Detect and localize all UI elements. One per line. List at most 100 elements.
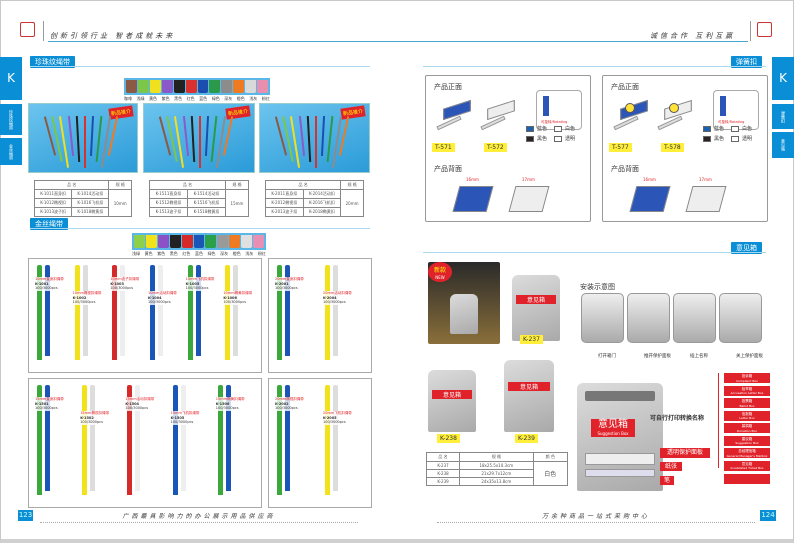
cell: K-1512椭视扣	[149, 198, 188, 208]
cell: K-1516飞机扣	[186, 198, 226, 208]
pearl-product-panel: 新品推介	[28, 103, 138, 173]
cell-spec: 10mm	[108, 189, 132, 217]
lanyard	[172, 385, 178, 495]
th: 规 格	[224, 180, 250, 190]
name-cn: 投票箱	[741, 399, 753, 403]
th: 规 格	[459, 452, 534, 462]
page-number-left: 123	[18, 510, 33, 521]
right-letter-tab[interactable]: K	[772, 57, 794, 100]
cell: K-239	[425, 477, 461, 486]
color-swatch	[157, 235, 169, 248]
cell: K-238	[425, 469, 461, 478]
left-tab-pearl[interactable]: 珍珠纹绳带	[0, 104, 22, 135]
color-chip	[731, 136, 739, 142]
color-swatch	[173, 80, 185, 93]
cell: K-2016飞机扣	[302, 198, 342, 208]
color-swatch	[149, 80, 161, 93]
gold-color-swatches: 浅绿黄色紫色黑色红色蓝色绿色深灰橙色浅灰粉红	[132, 233, 266, 257]
lanyard	[135, 385, 141, 491]
color-label: 绿色	[211, 96, 220, 101]
color-swatch	[233, 80, 245, 93]
pearl-product-panel: 新品推介	[143, 103, 255, 173]
lanyard	[67, 116, 75, 156]
install-step-image	[581, 293, 624, 343]
th: 规 格	[108, 180, 132, 190]
cell: 24x35x13.8cm	[459, 477, 534, 486]
clip-back-image	[508, 186, 550, 212]
cell-spec: 20mm	[340, 189, 364, 217]
name-cn: 检举箱	[741, 386, 753, 391]
lanyard	[285, 385, 290, 491]
color-label: 橙色	[236, 96, 245, 101]
name-cn: 募捐箱	[741, 424, 753, 428]
cell: K-2013波子扣	[265, 207, 304, 217]
product-name: 10mm椭视扣绳带	[72, 291, 102, 295]
divider	[43, 21, 44, 41]
lanyard	[195, 265, 201, 356]
lanyard	[180, 385, 186, 491]
lanyard	[315, 116, 317, 168]
lanyard	[45, 265, 50, 356]
callout-pen: 笔	[660, 476, 674, 485]
cell: 18x25.5x10.3cm	[459, 461, 534, 470]
section-rule	[423, 66, 766, 67]
left-tab-gold[interactable]: 金丝绳带	[0, 138, 22, 165]
left-letter-tab[interactable]: K	[0, 57, 22, 100]
color-label: 蓝色	[199, 96, 208, 101]
name-cn: 信报箱	[741, 411, 753, 416]
product-code: K-2001	[275, 281, 289, 286]
clip-dimension: 17mm	[699, 177, 712, 182]
callout-paper: 纸张	[660, 462, 682, 471]
color-chip	[526, 126, 534, 132]
lanyard	[277, 265, 282, 360]
cell: K-1018椭黄扣	[71, 207, 110, 217]
product-qty: 100/3000pcs	[35, 286, 58, 290]
lanyard	[74, 265, 80, 360]
clip-back-image	[629, 186, 671, 212]
right-tab-clip[interactable]: 弹簧扣	[772, 104, 794, 129]
color-label: 浅绿	[136, 96, 145, 101]
clip-code: T-577	[609, 143, 632, 152]
product-code: K-2005	[323, 415, 337, 420]
section-rule	[30, 66, 370, 67]
install-step-label: 插上名称	[690, 354, 708, 359]
color-chip-label: 透明	[742, 136, 753, 142]
color-chip-label: 白色	[742, 126, 753, 132]
color-chip	[703, 126, 711, 132]
header-rule	[48, 41, 748, 42]
lanyard	[325, 265, 330, 360]
name-en: General Manager's Mailbox	[726, 453, 768, 458]
box-name-tag: 意见箱	[508, 382, 550, 391]
clip-back-image	[685, 186, 727, 212]
connector-line	[718, 373, 719, 468]
footer-dots	[40, 522, 358, 523]
name-en: Donation Box	[736, 428, 758, 433]
rotating-label: 可旋转/Rotating	[718, 120, 745, 124]
front-label: 产品正面	[434, 83, 462, 91]
box-illustration	[450, 294, 478, 334]
box-name-option-blank	[724, 474, 770, 484]
new-product-badge: 新品推介	[225, 105, 251, 120]
right-tab-sbox[interactable]: 意见箱	[772, 132, 794, 158]
product-name: 15mm直身扣绳带	[35, 397, 64, 401]
color-label: 红色	[182, 251, 191, 256]
lanyard	[306, 115, 312, 163]
cell: K-1514活动扣	[186, 189, 226, 199]
product-name: 10mm直身扣绳带	[35, 277, 64, 281]
product-qty: 100/3000pcs	[125, 406, 149, 410]
lanyard	[37, 385, 42, 495]
clip-dimension: 17mm	[522, 177, 535, 182]
